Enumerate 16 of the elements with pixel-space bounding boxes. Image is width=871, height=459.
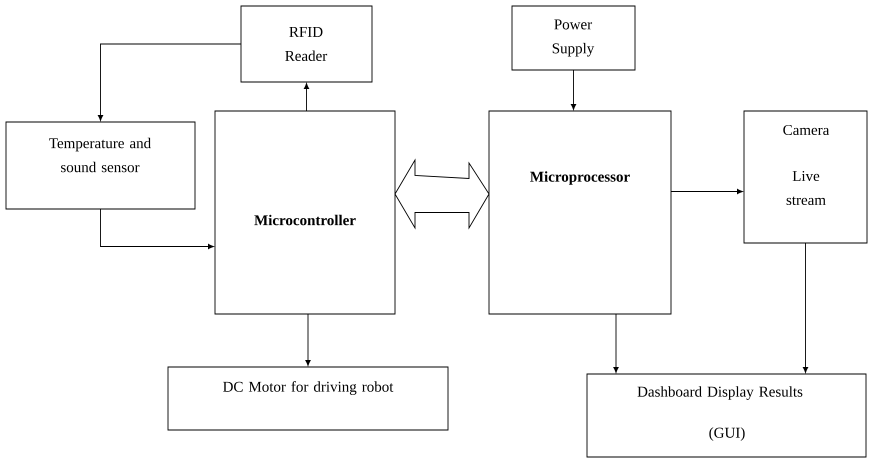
box: Temperature and sound sensor bbox=[6, 122, 196, 210]
block-box: Microprocessor bbox=[488, 110, 672, 314]
block-box: Microcontroller bbox=[214, 110, 396, 314]
arrow bbox=[670, 188, 743, 194]
box: Power Supply bbox=[512, 6, 636, 70]
box: DC Motor for driving robot bbox=[168, 366, 448, 430]
arrow bbox=[613, 314, 619, 373]
arrow bbox=[570, 70, 576, 110]
box: RFID Reader bbox=[240, 6, 372, 82]
arrow bbox=[304, 83, 310, 112]
arrow bbox=[100, 208, 214, 250]
arrow bbox=[305, 314, 311, 366]
arrow bbox=[98, 44, 242, 121]
box: Camera Live stream bbox=[744, 110, 868, 244]
arrow bbox=[802, 242, 808, 373]
box: Dashboard Display Results (GUI) bbox=[586, 374, 866, 458]
